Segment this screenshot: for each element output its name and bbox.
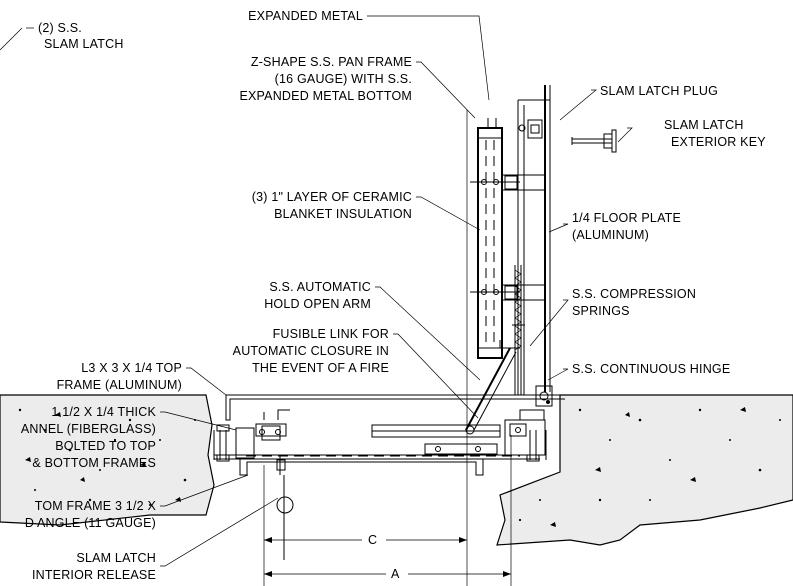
label-fusible-link-line3: THE EVENT OF A FIRE (252, 361, 389, 375)
label-bottom-frame-line2: D ANGLE (11 GAUGE) (25, 516, 156, 530)
callout-continuous-hinge: S.S. CONTINUOUS HINGE (572, 362, 730, 376)
callout-fusible-link: FUSIBLE LINK FOR AUTOMATIC CLOSURE IN TH… (233, 327, 389, 375)
slam-latch-release (276, 455, 294, 560)
exterior-key (571, 129, 617, 153)
hold-open-arm (465, 340, 520, 435)
label-pan-frame-line2: (16 GAUGE) WITH S.S. (275, 72, 412, 86)
label-slam-latch-plug: SLAM LATCH PLUG (600, 84, 718, 98)
door-pan-frame (477, 118, 503, 359)
callout-slam-latch-plug: SLAM LATCH PLUG (600, 84, 718, 98)
label-exterior-key-line2: EXTERIOR KEY (671, 135, 766, 149)
callout-interior-release: SLAM LATCH INTERIOR RELEASE (32, 551, 156, 582)
leader-lines (0, 15, 633, 567)
right-channel (504, 409, 546, 462)
label-floor-plate-line1: 1/4 FLOOR PLATE (572, 211, 681, 225)
callout-top-frame: L3 X 3 X 1/4 TOP FRAME (ALUMINUM) (57, 361, 182, 392)
dimension-lines (263, 110, 512, 586)
label-hold-open-arm-line1: S.S. AUTOMATIC (269, 280, 371, 294)
concrete-slab-left (0, 394, 215, 526)
label-insulation-line2: BLANKET INSULATION (274, 207, 412, 221)
label-interior-release-line2: INTERIOR RELEASE (32, 568, 156, 582)
channel (216, 409, 290, 462)
label-channel-line2: ANNEL (FIBERGLASS) (21, 422, 156, 436)
callout-compression-springs: S.S. COMPRESSION SPRINGS (572, 287, 696, 318)
callout-insulation: (3) 1" LAYER OF CERAMIC BLANKET INSULATI… (252, 190, 412, 221)
label-insulation-line1: (3) 1" LAYER OF CERAMIC (252, 190, 412, 204)
label-pan-frame-line1: Z-SHAPE S.S. PAN FRAME (251, 55, 412, 69)
callout-exterior-key: SLAM LATCH EXTERIOR KEY (664, 118, 766, 149)
label-exterior-key-line1: SLAM LATCH (664, 118, 744, 132)
label-bottom-frame-line1: TOM FRAME 3 1/2 X (35, 499, 157, 513)
top-frame-angle (225, 394, 565, 421)
callout-bottom-frame: TOM FRAME 3 1/2 X D ANGLE (11 GAUGE) (25, 499, 157, 530)
label-hold-open-arm-line2: HOLD OPEN ARM (264, 297, 371, 311)
label-channel-line3: BOLTED TO TOP (55, 439, 156, 453)
callout-hold-open-arm: S.S. AUTOMATIC HOLD OPEN ARM (264, 280, 371, 311)
callout-floor-plate: 1/4 FLOOR PLATE (ALUMINUM) (572, 211, 681, 242)
dimension-c: C (368, 533, 377, 547)
slam-latch-plug (518, 119, 543, 139)
label-top-frame-line2: FRAME (ALUMINUM) (57, 378, 182, 392)
label-floor-plate-line2: (ALUMINUM) (572, 228, 649, 242)
callout-expanded-metal: EXPANDED METAL (248, 9, 363, 23)
label-channel-line1: 1 1/2 X 1/4 THICK (51, 405, 156, 419)
label-expanded-metal: EXPANDED METAL (248, 9, 363, 23)
label-channel-line4: & BOTTOM FRAMES (32, 456, 156, 470)
label-continuous-hinge: S.S. CONTINUOUS HINGE (572, 362, 730, 376)
label-compression-springs-line1: S.S. COMPRESSION (572, 287, 696, 301)
label-compression-springs-line2: SPRINGS (572, 304, 630, 318)
callout-slam-latch: (2) S.S. SLAM LATCH (38, 21, 124, 51)
callout-pan-frame: Z-SHAPE S.S. PAN FRAME (16 GAUGE) WITH S… (239, 55, 412, 103)
label-slam-latch-line1: (2) S.S. (38, 21, 82, 35)
bottom-frame (213, 430, 547, 476)
label-interior-release-line1: SLAM LATCH (76, 551, 156, 565)
callout-channel: 1 1/2 X 1/4 THICK ANNEL (FIBERGLASS) BOL… (21, 405, 156, 470)
label-fusible-link-line2: AUTOMATIC CLOSURE IN (233, 344, 389, 358)
label-slam-latch-line2: SLAM LATCH (44, 37, 124, 51)
compression-springs (512, 265, 525, 395)
concrete-slab-right (496, 394, 793, 546)
continuous-hinge (535, 385, 553, 407)
dimension-a: A (391, 567, 400, 581)
floor-plate (517, 85, 551, 395)
door-hinge-members (470, 174, 545, 301)
label-pan-frame-line3: EXPANDED METAL BOTTOM (239, 89, 412, 103)
label-fusible-link-line1: FUSIBLE LINK FOR (273, 327, 389, 341)
slide-bar (371, 424, 501, 455)
label-top-frame-line1: L3 X 3 X 1/4 TOP (81, 361, 182, 375)
